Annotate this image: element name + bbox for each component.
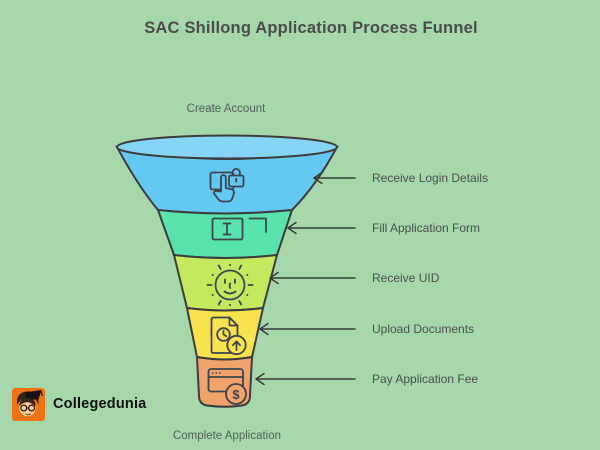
arrow-pay-application-fee (255, 372, 356, 386)
stage-label-upload-documents: Upload Documents (372, 322, 475, 336)
stage-label-pay-application-fee: Pay Application Fee (372, 372, 479, 386)
dollar-glyph: $ (232, 387, 240, 402)
stage-label-receive-uid: Receive UID (372, 271, 440, 285)
arrow-upload-documents (259, 322, 356, 336)
funnel-bottom-label: Complete Application (172, 430, 282, 442)
collegedunia-logo-mark (12, 388, 45, 421)
upload-document-icon (210, 316, 247, 356)
funnel-rim (116, 134, 338, 160)
arrow-fill-application-form (287, 221, 356, 235)
page-title: SAC Shillong Application Process Funnel (144, 19, 478, 37)
stage-label-receive-login-details: Receive Login Details (372, 171, 489, 185)
text-input-icon (211, 217, 267, 241)
stage-label-fill-application-form: Fill Application Form (372, 221, 481, 235)
login-tap-lock-icon (209, 168, 245, 203)
pay-window-dollar-icon: $ (207, 368, 247, 405)
collegedunia-logo-text: Collegedunia (53, 396, 147, 412)
smiley-sun-icon (206, 264, 254, 306)
funnel-top-label: Create Account (186, 103, 266, 115)
arrow-receive-uid (269, 271, 356, 285)
funnel-stage-4-shape (185, 306, 265, 361)
arrow-receive-login-details (313, 171, 356, 185)
